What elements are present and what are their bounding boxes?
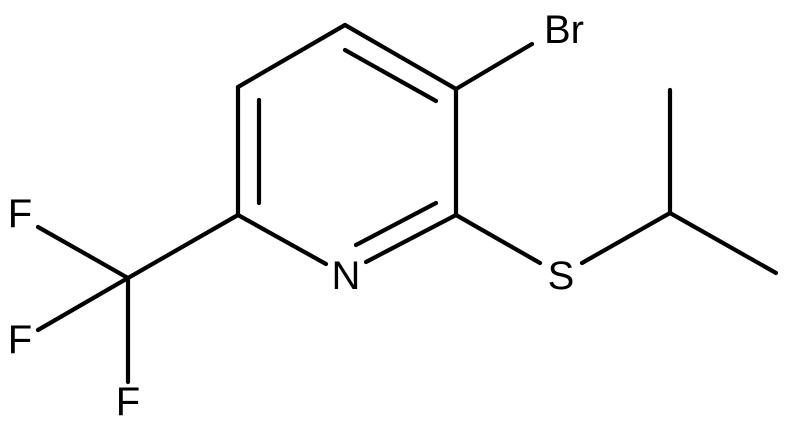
atom-n-label: N: [332, 254, 361, 298]
bond-cf3-f-mid: [35, 275, 131, 333]
bond-c4-c3-inner: [342, 47, 439, 104]
bond-n-c2-inner: [353, 200, 439, 248]
atom-s-label: S: [548, 254, 575, 298]
bond-c4-c3-outer: [342, 22, 459, 92]
bond-s-ch: [579, 210, 673, 266]
bond-c6-cf3: [125, 212, 241, 281]
atom-f-bottom-label: F: [116, 380, 140, 424]
bond-cf3-f-top: [35, 224, 131, 281]
bond-c4-c5: [235, 22, 348, 90]
atom-br-label: Br: [544, 8, 584, 52]
bond-ch-ch3-right: [667, 210, 779, 276]
atom-f-mid-label: F: [8, 318, 32, 362]
bond-c3-br: [453, 41, 535, 92]
atom-f-top-label: F: [8, 192, 32, 236]
bond-c2-s: [453, 212, 543, 266]
bond-c6-n: [235, 212, 329, 267]
bond-n-c2-outer: [363, 212, 459, 265]
